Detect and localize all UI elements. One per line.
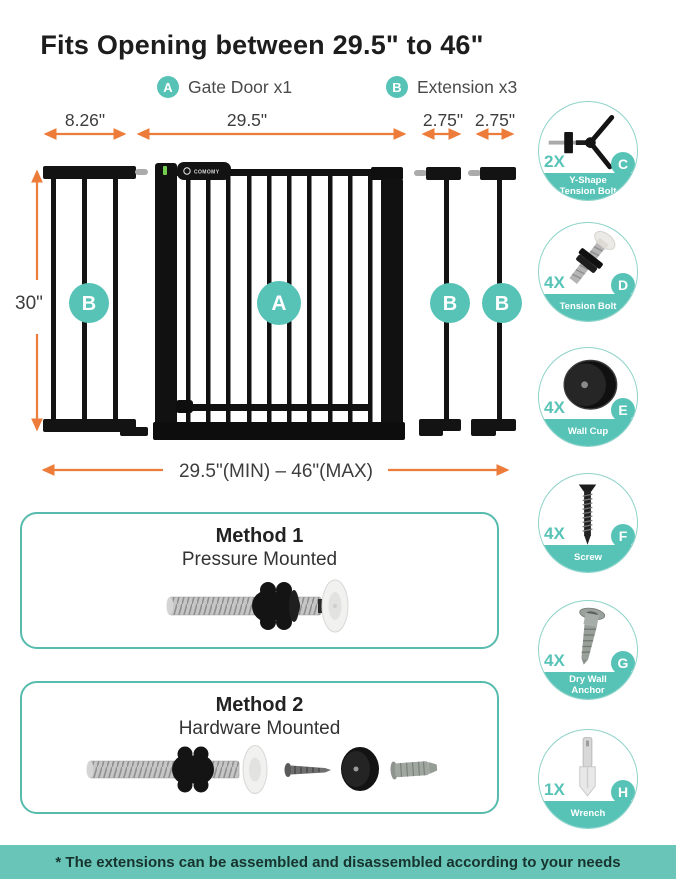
legend-extension: B Extension x3 — [386, 76, 517, 98]
tension-bolt-icon — [569, 231, 616, 284]
part-count: 4X — [544, 398, 565, 417]
screw-illustration — [284, 763, 331, 777]
height-dimension-arrow: 30" — [15, 169, 43, 432]
left-extension-badge-letter: B — [82, 293, 96, 315]
tension-knob — [172, 746, 214, 793]
part-caption: Tension Bolt — [539, 294, 637, 321]
extension-1-badge-letter: B — [443, 293, 457, 315]
legend-a-badge: A — [157, 76, 179, 98]
page-title: Fits Opening between 29.5" to 46" — [40, 30, 484, 60]
method-1-card: Method 1 Pressure Mounted — [20, 512, 499, 649]
brand-logo-icon — [183, 167, 191, 175]
screw-icon — [578, 484, 597, 545]
left-extension-badge — [69, 283, 109, 323]
footer-note: * The extensions can be assembled and di… — [0, 845, 676, 879]
method-1-subtitle: Pressure Mounted — [181, 549, 338, 570]
part-card-y-shape-tension-bolt: Y-Shape Tension Bolt 2X C — [538, 101, 638, 201]
part-caption: Screw — [539, 545, 637, 572]
part-caption: Wall Cup — [539, 419, 637, 446]
bottom-dimension-arrows: 29.5"(MIN) – 46"(MAX) — [41, 461, 510, 482]
extension-peg — [135, 169, 148, 175]
part-caption: Dry Wall Anchor — [539, 672, 637, 699]
pressure-mount-bolt-illustration — [166, 579, 349, 633]
gate-diagram: 8.26" 29.5" 2.75" 2.75" 30" 29.5"(MIN) –… — [15, 110, 522, 482]
y-shape-tension-bolt-icon — [548, 114, 615, 170]
dim-left-extension-width: 8.26" — [65, 110, 105, 130]
right-extension-2-illustration: B — [468, 167, 522, 436]
dim-height: 30" — [15, 293, 43, 314]
part-count: 4X — [544, 651, 565, 670]
dim-extension-2-width: 2.75" — [475, 110, 515, 130]
extension-2-badge-letter: B — [495, 293, 509, 315]
legend-gate-door: A Gate Door x1 — [157, 76, 292, 98]
part-card-tension-bolt: Tension Bolt 4X D — [538, 222, 638, 322]
method-2-subtitle: Hardware Mounted — [178, 718, 341, 739]
part-count: 4X — [544, 524, 565, 543]
gate-door-illustration: COMOMY A — [153, 162, 405, 440]
part-letter-badge: H — [611, 780, 635, 804]
hardware-mount-kit-illustration — [86, 745, 438, 794]
extension-2-badge — [482, 283, 522, 323]
gate-door-badge — [257, 281, 301, 325]
part-card-screw: Screw 4X F — [538, 473, 638, 573]
bottom-latch — [176, 400, 193, 413]
wall-cup-icon — [563, 359, 618, 410]
top-latch-bracket — [371, 167, 403, 180]
wall-cup-illustration — [341, 747, 379, 791]
part-letter-badge: F — [611, 524, 635, 548]
part-letter-badge: D — [611, 273, 635, 297]
tension-knob — [252, 582, 300, 630]
part-count: 1X — [544, 780, 565, 799]
part-card-wrench: Wrench 1X H — [538, 729, 638, 829]
legend-extension-label: Extension x3 — [417, 76, 518, 97]
gate-door-badge-letter: A — [271, 292, 286, 315]
wrench-icon — [579, 737, 596, 797]
part-letter-badge: E — [611, 398, 635, 422]
top-dimension-arrows: 8.26" 29.5" 2.75" 2.75" — [43, 110, 515, 140]
dim-gate-width: 29.5" — [227, 110, 267, 130]
dim-total-range: 29.5"(MIN) – 46"(MAX) — [179, 461, 373, 482]
dry-wall-anchor-icon — [579, 607, 606, 665]
right-extension-1-illustration: B — [414, 167, 470, 436]
method-2-card: Method 2 Hardware Mounted — [20, 681, 499, 814]
left-extension-illustration: B — [43, 166, 148, 436]
extension-1-badge — [430, 283, 470, 323]
drywall-anchor-illustration — [390, 761, 438, 780]
lock-indicator — [163, 166, 167, 175]
part-letter-badge: C — [611, 152, 635, 176]
brand-name: COMOMY — [194, 170, 220, 176]
extension-peg — [468, 170, 481, 176]
brand-plaque — [177, 162, 231, 180]
part-caption: Wrench — [539, 801, 637, 828]
part-card-wall-cup: Wall Cup 4X E — [538, 347, 638, 447]
legend-gate-door-label: Gate Door x1 — [188, 76, 293, 97]
legend-b-badge: B — [386, 76, 408, 98]
extension-peg — [414, 170, 427, 176]
part-letter-badge: G — [611, 651, 635, 675]
method-1-title: Method 1 — [215, 525, 304, 547]
part-caption: Y-Shape Tension Bolt — [539, 173, 637, 200]
part-count: 2X — [544, 152, 565, 171]
dim-extension-1-width: 2.75" — [423, 110, 463, 130]
part-count: 4X — [544, 273, 565, 292]
part-card-dry-wall-anchor: Dry Wall Anchor 4X G — [538, 600, 638, 700]
method-2-title: Method 2 — [215, 694, 304, 716]
